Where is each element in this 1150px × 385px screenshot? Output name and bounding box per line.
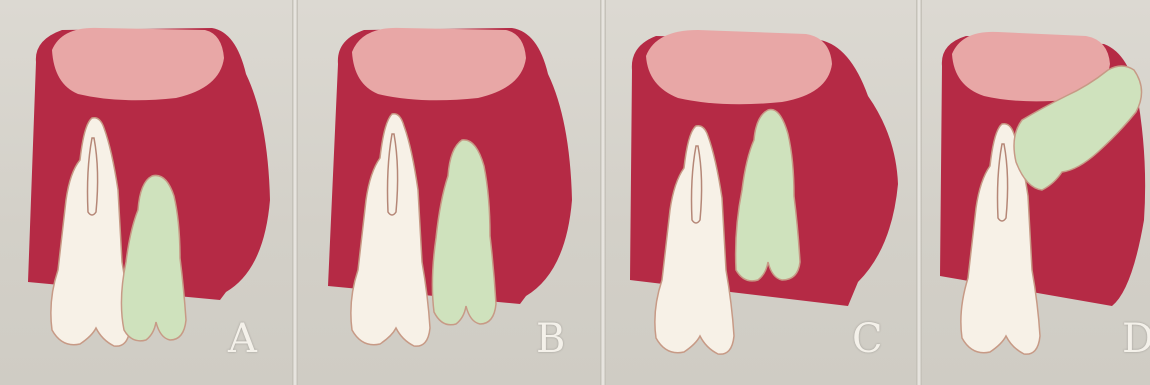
panel-label: D	[1122, 319, 1150, 359]
panel-label: C	[852, 319, 883, 359]
panel-label: A	[228, 319, 257, 359]
palate-tissue	[352, 28, 526, 100]
panel-d: D	[922, 0, 1150, 385]
panel-b: B	[298, 0, 600, 385]
palate-tissue	[52, 28, 224, 100]
panel-c: C	[606, 0, 916, 385]
panel-a: A	[0, 0, 292, 385]
panel-d-illustration	[922, 0, 1150, 385]
panel-label: B	[536, 319, 565, 359]
palate-tissue	[646, 30, 832, 104]
